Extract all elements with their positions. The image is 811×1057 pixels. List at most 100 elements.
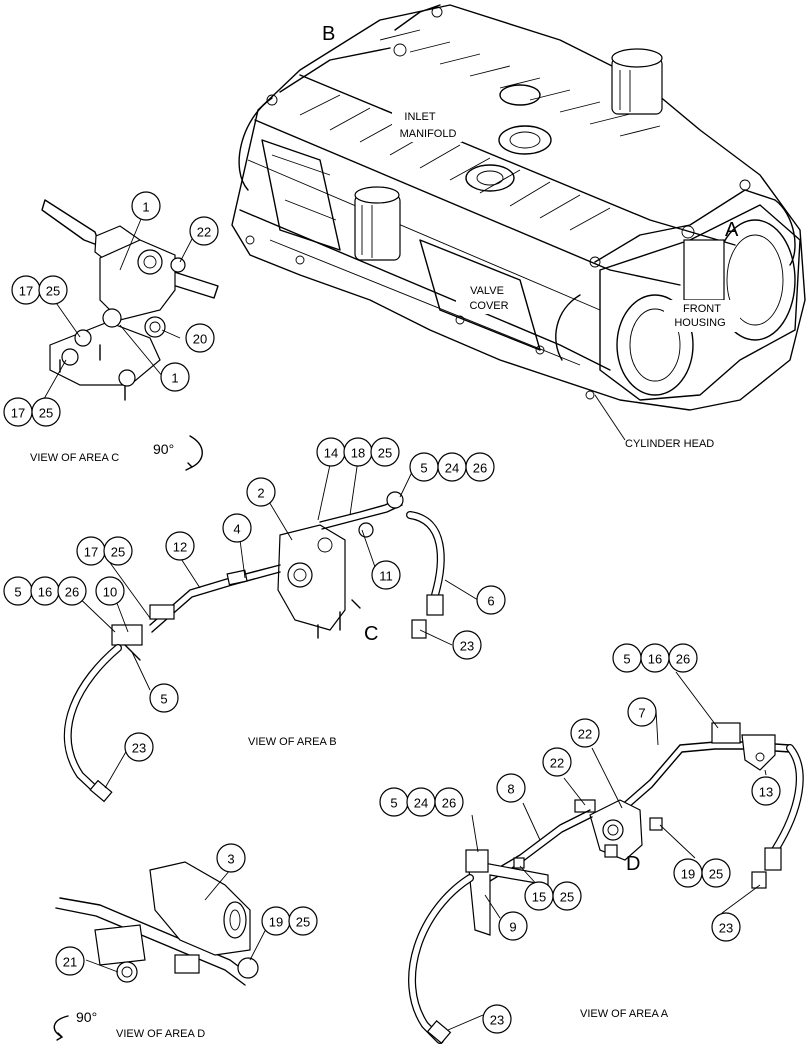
- view-area-c: [39, 199, 219, 407]
- callout-a13: 13: [751, 776, 781, 806]
- front-housing: [599, 204, 801, 401]
- svg-text:26: 26: [442, 796, 456, 811]
- svg-text:23: 23: [719, 921, 733, 936]
- svg-text:5: 5: [14, 585, 21, 600]
- svg-text:25: 25: [296, 915, 310, 930]
- engine-illustration: [231, 4, 806, 441]
- callout-b16: 16: [30, 576, 60, 606]
- front-housing-label-line1: FRONT: [683, 303, 721, 315]
- callout-c25b: 25: [31, 397, 61, 427]
- svg-text:7: 7: [638, 706, 645, 721]
- svg-text:26: 26: [676, 652, 690, 667]
- view-area-a: [408, 671, 804, 1044]
- callout-d25: 25: [288, 906, 318, 936]
- svg-text:20: 20: [193, 332, 207, 347]
- callout-a22a: 22: [570, 718, 600, 748]
- svg-text:12: 12: [173, 540, 187, 555]
- svg-text:2: 2: [257, 486, 264, 501]
- callout-c17b: 17: [3, 397, 33, 427]
- callout-b2: 2: [246, 477, 276, 507]
- callout-b18: 18: [343, 437, 373, 467]
- svg-text:23: 23: [460, 639, 474, 654]
- callout-a19: 19: [673, 858, 703, 888]
- svg-text:6: 6: [487, 594, 494, 609]
- callout-b24: 24: [437, 452, 467, 482]
- callout-b23a: 23: [452, 630, 482, 660]
- svg-text:25: 25: [39, 406, 53, 421]
- rotation-c-label: 90°: [153, 441, 174, 457]
- svg-text:22: 22: [578, 727, 592, 742]
- valve-cover-label-line1: VALVE: [470, 285, 504, 297]
- svg-text:4: 4: [233, 522, 240, 537]
- callout-a24: 24: [406, 787, 436, 817]
- view-area-a-caption: VIEW OF AREA A: [580, 1008, 669, 1020]
- svg-text:13: 13: [759, 785, 773, 800]
- fuel-filter-rear: [611, 48, 663, 115]
- area-letter-b: B: [322, 23, 335, 45]
- rotate-arrow-c-icon: [189, 435, 203, 468]
- svg-text:26: 26: [65, 585, 79, 600]
- callout-a7: 7: [627, 697, 657, 727]
- callout-a26a: 26: [668, 643, 698, 673]
- svg-text:21: 21: [63, 955, 77, 970]
- svg-text:14: 14: [324, 446, 338, 461]
- svg-text:9: 9: [509, 920, 516, 935]
- callout-b23b: 23: [124, 732, 154, 762]
- callout-a9: 9: [498, 911, 528, 941]
- callout-b6: 6: [476, 585, 506, 615]
- rotate-arrow-d-icon: [53, 1015, 69, 1038]
- svg-text:11: 11: [379, 569, 393, 584]
- area-letter-d: D: [626, 853, 640, 875]
- callout-a8: 8: [496, 773, 526, 803]
- svg-text:22: 22: [197, 225, 211, 240]
- svg-text:23: 23: [490, 1013, 504, 1028]
- svg-text:10: 10: [103, 585, 117, 600]
- callout-a5b: 5: [379, 787, 409, 817]
- callout-b14: 14: [316, 437, 346, 467]
- callout-b5b: 5: [3, 576, 33, 606]
- svg-text:16: 16: [648, 652, 662, 667]
- svg-text:5: 5: [390, 796, 397, 811]
- callout-d19: 19: [261, 906, 291, 936]
- callout-b25a: 25: [370, 437, 400, 467]
- callout-a26b: 26: [434, 787, 464, 817]
- view-area-d-caption: VIEW OF AREA D: [116, 1028, 205, 1040]
- callout-a25b: 25: [552, 881, 582, 911]
- svg-text:19: 19: [681, 867, 695, 882]
- valve-cover-label-line2: COVER: [469, 300, 508, 312]
- callout-c1_top: 1: [131, 191, 161, 221]
- callout-b5a: 5: [409, 452, 439, 482]
- svg-text:8: 8: [507, 782, 514, 797]
- svg-text:1: 1: [171, 371, 178, 386]
- callout-a16: 16: [640, 643, 670, 673]
- front-housing-label-line2: HOUSING: [674, 317, 725, 329]
- rotation-d-label: 90°: [76, 1009, 97, 1025]
- callout-c1_bot: 1: [160, 362, 190, 392]
- svg-text:5: 5: [160, 692, 167, 707]
- svg-text:17: 17: [84, 545, 98, 560]
- cylinder-head-label: CYLINDER HEAD: [625, 438, 714, 450]
- svg-text:17: 17: [19, 284, 33, 299]
- svg-text:5: 5: [420, 461, 427, 476]
- svg-text:25: 25: [111, 545, 125, 560]
- callout-b17: 17: [76, 536, 106, 566]
- view-area-d: [55, 861, 269, 986]
- svg-text:24: 24: [414, 796, 428, 811]
- view-area-c-caption: VIEW OF AREA C: [30, 452, 119, 464]
- callout-a22b: 22: [542, 747, 572, 777]
- callout-a25a: 25: [701, 858, 731, 888]
- callout-a23a: 23: [711, 912, 741, 942]
- callout-a15: 15: [524, 881, 554, 911]
- svg-text:19: 19: [269, 915, 283, 930]
- callout-b12: 12: [165, 531, 195, 561]
- svg-text:5: 5: [623, 652, 630, 667]
- callout-b11: 11: [371, 560, 401, 590]
- svg-text:25: 25: [378, 446, 392, 461]
- svg-text:15: 15: [532, 890, 546, 905]
- callout-a5a: 5: [612, 643, 642, 673]
- svg-text:26: 26: [473, 461, 487, 476]
- callout-a23b: 23: [482, 1004, 512, 1034]
- area-letter-c: C: [364, 623, 378, 645]
- svg-text:23: 23: [132, 741, 146, 756]
- inlet-manifold-label-line1: INLET: [404, 111, 435, 123]
